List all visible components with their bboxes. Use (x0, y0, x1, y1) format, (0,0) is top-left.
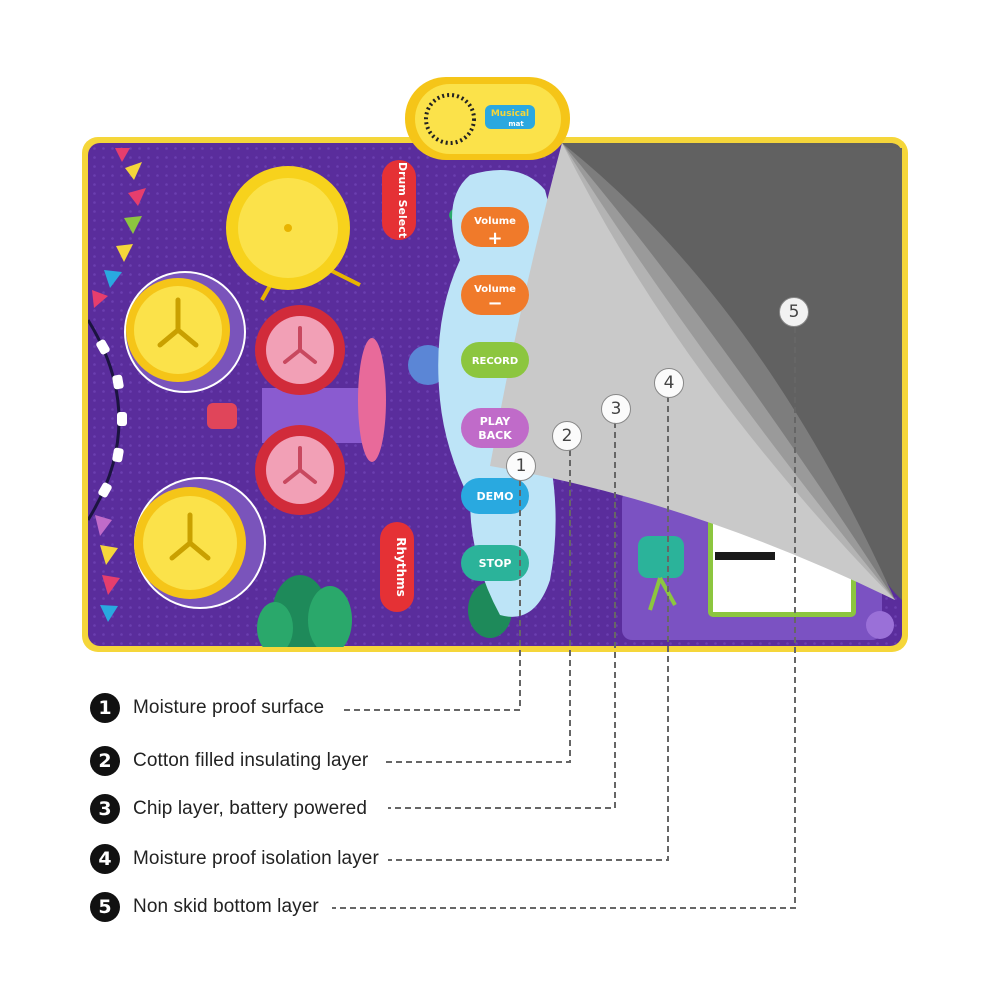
legend-text: Cotton filled insulating layer (133, 750, 369, 771)
rhythms-label: Rhythms (380, 522, 414, 612)
legend-number: 1 (90, 693, 120, 723)
svg-text:BACK: BACK (478, 429, 512, 442)
leader-line-2 (382, 450, 571, 763)
leader-lines (332, 327, 796, 909)
legend-item-3: 3 Chip layer, battery powered (90, 792, 367, 826)
cymbal (226, 166, 361, 301)
svg-text:Volume: Volume (474, 284, 516, 295)
callout-2: 2 (552, 421, 582, 451)
svg-text:STOP: STOP (479, 557, 512, 570)
legend-text: Moisture proof isolation layer (133, 848, 379, 869)
svg-text:Drum Select: Drum Select (396, 162, 409, 238)
legend-text: Non skid bottom layer (133, 896, 319, 917)
drum-select-label: Drum Select (382, 160, 416, 240)
legend-text: Chip layer, battery powered (133, 798, 367, 819)
callout-3: 3 (601, 394, 631, 424)
leader-line-5 (332, 327, 796, 909)
leader-line-4 (388, 396, 669, 861)
legend-number: 3 (90, 794, 120, 824)
button-stop: STOP (461, 545, 529, 581)
legend-number: 4 (90, 844, 120, 874)
legend-number: 5 (90, 892, 120, 922)
svg-text:DEMO: DEMO (477, 490, 514, 503)
yellow-drum-top (124, 271, 246, 393)
legend-item-4: 4 Moisture proof isolation layer (90, 842, 379, 876)
bunting-flags (92, 148, 146, 622)
button-volume-down: Volume − (461, 275, 529, 315)
legend-item-1: 1 Moisture proof surface (90, 691, 324, 725)
callout-1: 1 (506, 451, 536, 481)
legend-text: Moisture proof surface (133, 697, 325, 718)
control-unit: Musical mat (405, 77, 570, 160)
svg-text:+: + (487, 228, 502, 249)
leader-line-3 (388, 422, 616, 809)
svg-text:PLAY: PLAY (480, 415, 512, 428)
red-drums (207, 305, 386, 515)
yellow-drum-bottom (134, 477, 266, 609)
layer-3 (559, 143, 895, 600)
svg-text:RECORD: RECORD (472, 356, 518, 367)
legend-item-2: 2 Cotton filled insulating layer (90, 744, 368, 778)
peeled-layers (490, 143, 902, 600)
button-volume-up: Volume + (461, 207, 529, 249)
button-playback: PLAY BACK (461, 408, 529, 448)
svg-text:Rhythms: Rhythms (394, 537, 408, 597)
layer-1-surface (490, 143, 895, 600)
svg-text:Volume: Volume (474, 216, 516, 227)
button-record: RECORD (461, 342, 529, 378)
callout-5: 5 (779, 297, 809, 327)
svg-text:Musical: Musical (491, 109, 529, 119)
svg-text:−: − (487, 293, 502, 314)
legend-number: 2 (90, 746, 120, 776)
legend-item-5: 5 Non skid bottom layer (90, 890, 319, 924)
svg-text:mat: mat (508, 120, 524, 128)
layer-2 (546, 143, 895, 600)
button-demo: DEMO (461, 478, 529, 514)
leader-line-1 (344, 480, 521, 711)
callout-4: 4 (654, 368, 684, 398)
